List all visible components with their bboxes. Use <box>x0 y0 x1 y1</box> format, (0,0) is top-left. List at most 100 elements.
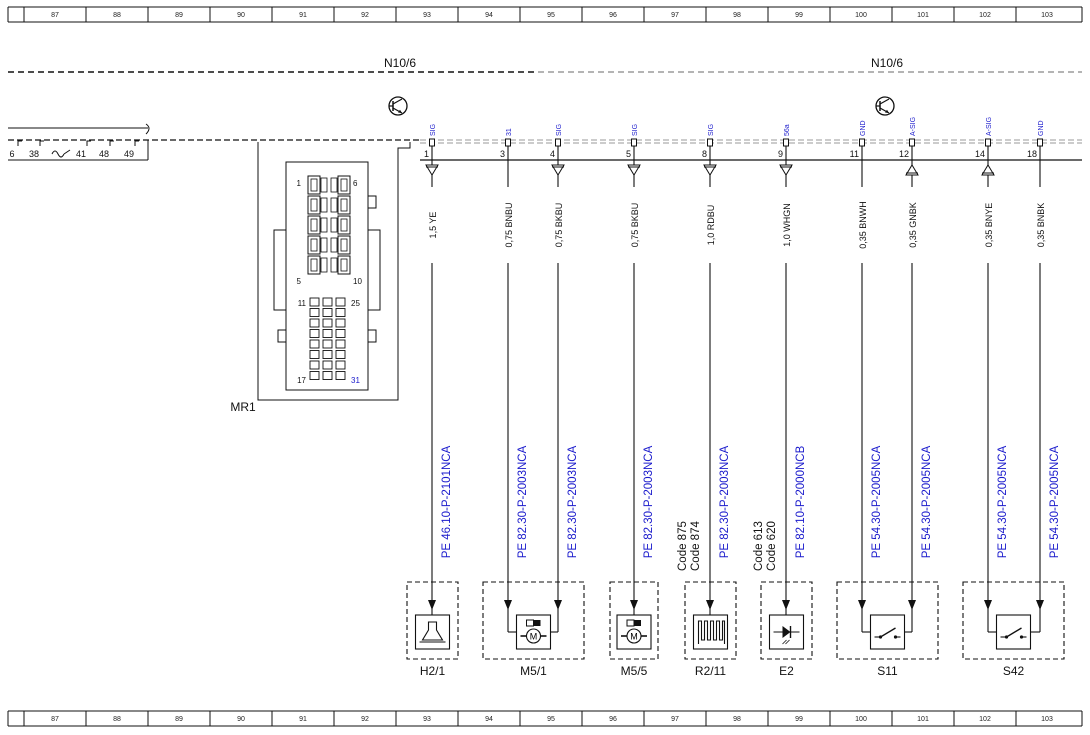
component-s42[interactable]: S42 <box>962 581 1065 678</box>
document-reference-link[interactable]: PE 54.30-P-2005NCA <box>997 445 1009 558</box>
ruler-column-number: 87 <box>51 716 59 723</box>
transistor-icon <box>388 96 408 116</box>
ruler-column-number: 92 <box>361 12 369 19</box>
component-boundary <box>609 581 659 660</box>
wire-arrowhead <box>984 600 992 610</box>
wire-arrowhead <box>706 600 714 610</box>
document-reference-link[interactable]: PE 82.30-P-2003NCA <box>719 445 731 558</box>
wire-arrowhead <box>554 600 562 610</box>
ruler-column-number: 95 <box>547 12 555 19</box>
fuse-icon <box>51 149 71 158</box>
component-m5-5[interactable]: M M5/5 <box>609 581 659 678</box>
document-reference-link[interactable]: PE 82.30-P-2003NCA <box>517 445 529 558</box>
document-reference-link[interactable]: PE 82.10-P-2000NCB <box>795 445 807 558</box>
ruler-column-number: 100 <box>855 12 867 19</box>
document-reference-link[interactable]: PE 46.10-P-2101NCA <box>441 445 453 558</box>
module-label-left: N10/6 <box>384 56 416 70</box>
pin-type-label: A-SIG <box>910 117 917 136</box>
pin-type-label: SIG <box>632 124 639 136</box>
component-boundary <box>684 581 737 660</box>
component-label: M5/1 <box>520 664 547 678</box>
ruler-column-number: 88 <box>113 716 121 723</box>
wire-color-label: 0,35 GNBK <box>908 202 918 248</box>
ruler-column-number: 98 <box>733 716 741 723</box>
component-boundary <box>406 581 459 660</box>
pin-number: 9 <box>778 149 783 159</box>
wire-color-label: 0,75 BKBU <box>630 203 640 248</box>
pin-number: 11 <box>850 149 859 159</box>
connector-pin-label: 1 <box>297 179 302 188</box>
ruler-column-number: 101 <box>917 12 929 19</box>
component-m5-1[interactable]: M M5/1 <box>482 581 585 678</box>
ruler-column-number: 102 <box>979 12 991 19</box>
connector-pin-label: 10 <box>353 277 362 286</box>
connector-housing <box>257 142 411 401</box>
wire-color-label: 0,35 BNWH <box>858 201 868 249</box>
document-reference-link[interactable]: PE 54.30-P-2005NCA <box>921 445 933 558</box>
ruler-column-number: 88 <box>113 12 121 19</box>
stub-pin-tick <box>39 140 44 146</box>
horn-icon <box>414 614 451 650</box>
component-r2-11[interactable]: R2/11 <box>684 581 737 678</box>
pin-type-label: SIG <box>430 124 437 136</box>
component-h2-1[interactable]: H2/1 <box>406 581 459 678</box>
connector-name: MR1 <box>230 400 256 414</box>
pin-number: 1 <box>424 149 429 159</box>
svg-text:M: M <box>630 632 638 642</box>
component-s11[interactable]: S11 <box>836 581 939 678</box>
ruler-column-number: 103 <box>1041 12 1053 19</box>
wire-color-label: 0,35 BNYE <box>984 203 994 248</box>
component-label: E2 <box>779 664 794 678</box>
left-stub-connector <box>8 123 150 161</box>
stub-pin-number: 48 <box>99 149 109 159</box>
stub-pin-tick <box>17 140 22 146</box>
component-e2[interactable]: E2 <box>760 581 813 678</box>
ruler-column-number: 90 <box>237 12 245 19</box>
ruler-column-number: 93 <box>423 716 431 723</box>
document-reference-link[interactable]: PE 82.30-P-2003NCA <box>643 445 655 558</box>
component-label: R2/11 <box>695 664 726 678</box>
stub-pin-number: 6 <box>9 149 14 159</box>
switch-icon <box>869 614 906 650</box>
connector-pin-label: 6 <box>353 179 358 188</box>
stub-pin-number: 38 <box>29 149 39 159</box>
ruler-column-number: 102 <box>979 716 991 723</box>
stub-pin-number: 41 <box>76 149 86 159</box>
connector-pin-label: 25 <box>351 299 360 308</box>
ruler-column-number: 103 <box>1041 716 1053 723</box>
ruler-column-number: 89 <box>175 716 183 723</box>
pin-terminal <box>631 138 637 147</box>
wire-arrowhead <box>428 600 436 610</box>
transistor-icon <box>875 96 895 116</box>
pin-number: 14 <box>975 149 985 159</box>
wire-color-label: 1,0 RDBU <box>706 205 716 246</box>
pin-terminal <box>859 138 865 147</box>
connector-pin-label: 31 <box>351 376 360 385</box>
pin-number: 4 <box>550 149 555 159</box>
wire-arrowhead <box>1036 600 1044 610</box>
stub-pin-tick <box>86 140 91 146</box>
ruler-column-number: 101 <box>917 716 929 723</box>
ruler-column-number: 94 <box>485 12 493 19</box>
component-label: S42 <box>1003 664 1025 678</box>
svg-text:M: M <box>530 632 538 642</box>
document-reference-link[interactable]: PE 82.30-P-2003NCA <box>567 445 579 558</box>
document-reference-link[interactable]: PE 54.30-P-2005NCA <box>871 445 883 558</box>
ruler-column-number: 89 <box>175 12 183 19</box>
wire-arrowhead <box>630 600 638 610</box>
module-label-right: N10/6 <box>871 56 903 70</box>
pin-terminal <box>985 138 991 147</box>
component-label: M5/5 <box>621 664 648 678</box>
document-reference-link[interactable]: PE 54.30-P-2005NCA <box>1049 445 1061 558</box>
stub-pin-number: 49 <box>124 149 134 159</box>
ruler-column-number: 92 <box>361 716 369 723</box>
